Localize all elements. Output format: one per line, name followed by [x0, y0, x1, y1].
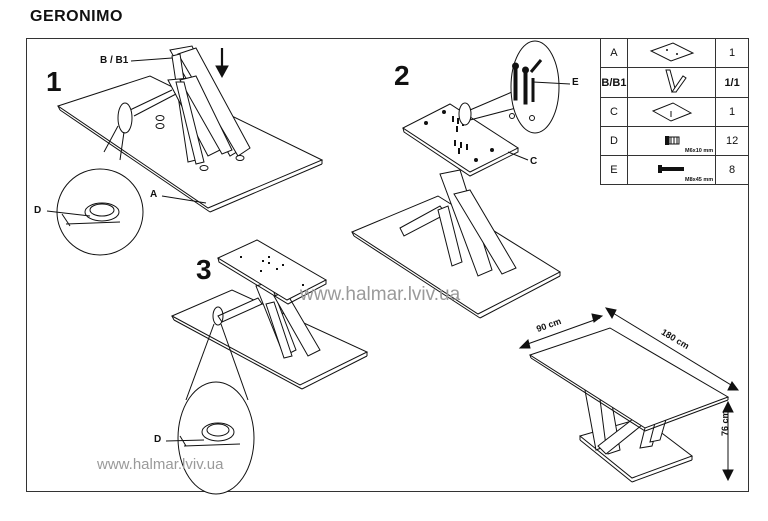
step1-legs — [117, 45, 251, 171]
step-number-3: 3 — [196, 254, 212, 285]
step1-down-arrow-icon — [215, 48, 229, 79]
leader-c — [507, 151, 529, 161]
part-screw-short-icon: M6x10 mm — [626, 126, 717, 156]
dimension-lines — [518, 307, 739, 482]
dimension-height: 76 cm — [720, 410, 730, 436]
parts-row: D M6x10 mm 12 — [600, 126, 749, 156]
part-qty: 1 — [715, 97, 749, 127]
step2-mounting-plate — [402, 102, 520, 177]
watermark-main: www.halmar.lviv.ua — [300, 284, 461, 305]
part-qty: 12 — [715, 126, 749, 156]
step2-detail-circle — [469, 40, 560, 134]
product-title: GERONIMO — [30, 8, 123, 25]
parts-row: B/B1 1/1 — [600, 67, 749, 98]
label-a: A — [150, 189, 158, 200]
label-c: C — [530, 156, 538, 167]
instruction-frame — [26, 38, 749, 492]
step2-legs — [399, 169, 517, 277]
parts-row: E M8x45 mm 8 — [600, 155, 749, 185]
watermark-small: www.halmar.lviv.ua — [97, 456, 224, 473]
leader-b-b1 — [130, 57, 173, 62]
part-spec: M6x10 mm — [685, 148, 714, 154]
part-mounting-plate-icon — [626, 97, 717, 127]
step3-detail-circle — [177, 306, 255, 495]
part-letter: B/B1 — [600, 67, 628, 98]
part-qty: 1 — [715, 38, 749, 68]
label-d-step1: D — [34, 205, 42, 216]
step-number-2: 2 — [394, 60, 410, 91]
leader-a — [161, 195, 207, 204]
step3-mounting-plate — [216, 239, 328, 305]
part-letter: E — [600, 155, 628, 185]
label-b-b1: B / B1 — [100, 55, 129, 66]
step3-glass-top — [170, 289, 369, 390]
part-leg-icon — [626, 67, 717, 98]
part-letter: C — [600, 97, 628, 127]
part-spec: M8x45 mm — [685, 177, 714, 183]
part-glass-top-icon — [626, 38, 717, 68]
part-letter: D — [600, 126, 628, 156]
part-qty: 1/1 — [715, 67, 749, 98]
step-number-1: 1 — [46, 66, 62, 97]
parts-row: C 1 — [600, 97, 749, 127]
final-table — [528, 327, 730, 483]
parts-table: A 1 B/B1 1/1 C 1 D M6x10 mm 12 E M8x45 m… — [600, 38, 749, 185]
part-letter: A — [600, 38, 628, 68]
parts-row: A 1 — [600, 38, 749, 68]
label-d-step3: D — [154, 434, 162, 445]
label-e: E — [572, 77, 579, 88]
part-bolt-long-icon: M8x45 mm — [626, 155, 717, 185]
leader-e — [532, 81, 571, 85]
part-qty: 8 — [715, 155, 749, 185]
leader-d1 — [46, 210, 91, 217]
leader-d3 — [165, 439, 205, 442]
step3-legs — [217, 281, 321, 359]
